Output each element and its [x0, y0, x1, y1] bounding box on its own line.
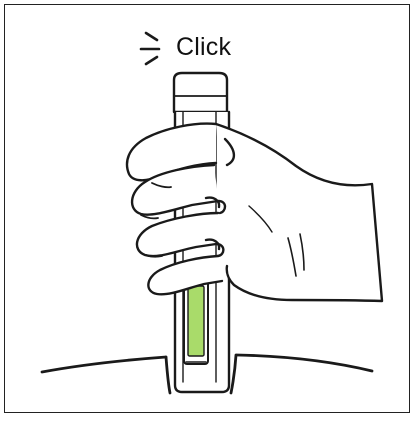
click-sound-label: Click [176, 33, 231, 61]
click-sound-lines-icon [141, 33, 159, 64]
hand-icon [127, 124, 382, 301]
pen-window-green [188, 286, 204, 356]
